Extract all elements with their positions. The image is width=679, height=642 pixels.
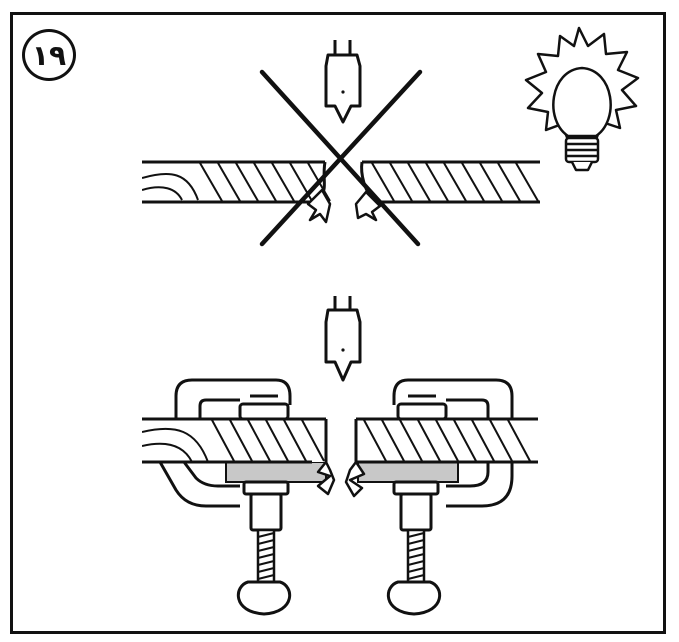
splinter-right — [344, 460, 366, 498]
cross-mark-icon — [259, 69, 423, 247]
plank-right-top — [360, 160, 540, 204]
splinter-left — [316, 460, 336, 496]
drill-bit-icon — [324, 40, 362, 124]
plank-left-bottom — [142, 417, 336, 496]
plank-left-top — [142, 160, 331, 204]
splinters-top — [306, 188, 382, 224]
step-number-badge: ۱۹ — [22, 29, 76, 81]
lightbulb-icon — [524, 26, 640, 172]
correct-method-scene — [142, 296, 538, 616]
step-number: ۱۹ — [31, 38, 67, 72]
wrong-method-scene — [142, 40, 540, 247]
c-clamp-right — [357, 378, 514, 616]
c-clamp-left — [158, 378, 327, 616]
plank-right-bottom — [344, 417, 538, 498]
drill-bit-icon — [324, 296, 362, 382]
